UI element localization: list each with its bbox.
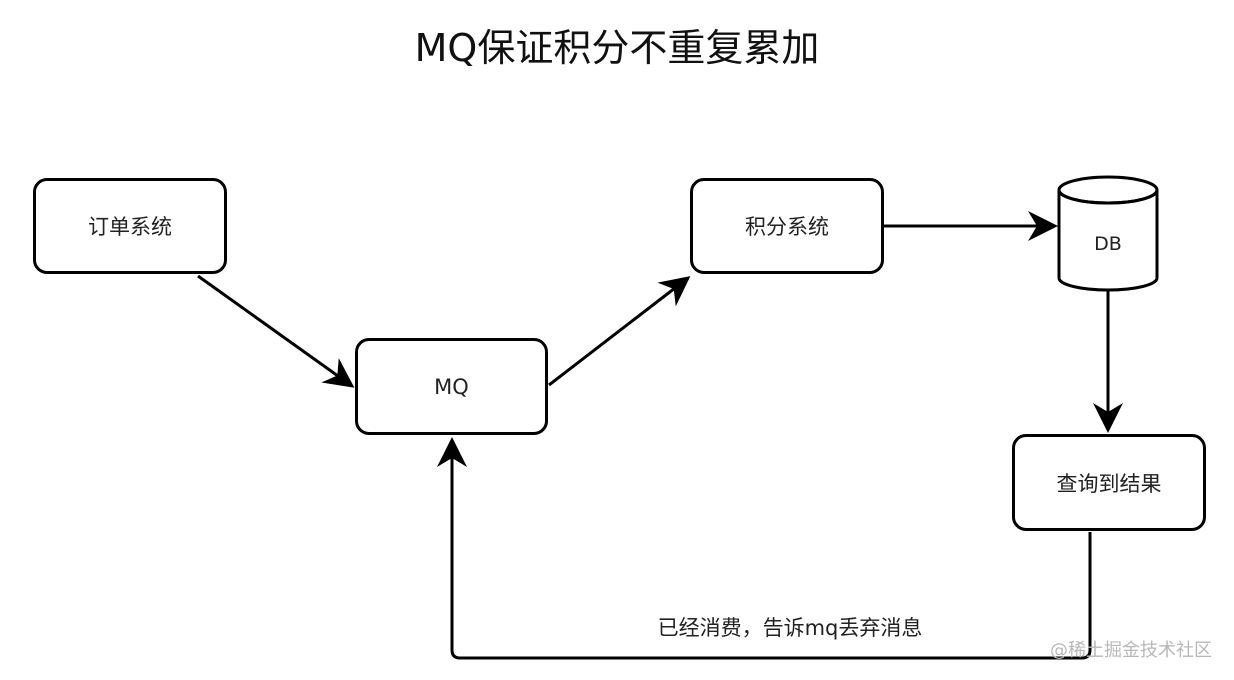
edge-result-to-mq: [437, 437, 1092, 660]
node-mq-label: MQ: [434, 374, 469, 399]
node-query-result-label: 查询到结果: [1056, 471, 1162, 496]
node-query-result: 查询到结果: [1012, 434, 1206, 531]
diagram-title: MQ保证积分不重复累加: [414, 26, 820, 70]
node-order-system: 订单系统: [33, 178, 227, 274]
edge-ack-label: 已经消费，告诉mq丢弃消息: [657, 616, 923, 640]
node-order-system-label: 订单系统: [88, 215, 172, 239]
node-db-label: DB: [1094, 233, 1122, 255]
watermark: @稀土掘金技术社区: [1050, 640, 1212, 661]
node-mq: MQ: [355, 338, 548, 435]
node-points-system-label: 积分系统: [745, 215, 829, 239]
db-cylinder: [1057, 175, 1159, 292]
node-points-system: 积分系统: [690, 178, 884, 274]
edge-order-to-mq: [197, 274, 355, 388]
edge-mq-to-points: [548, 276, 691, 387]
